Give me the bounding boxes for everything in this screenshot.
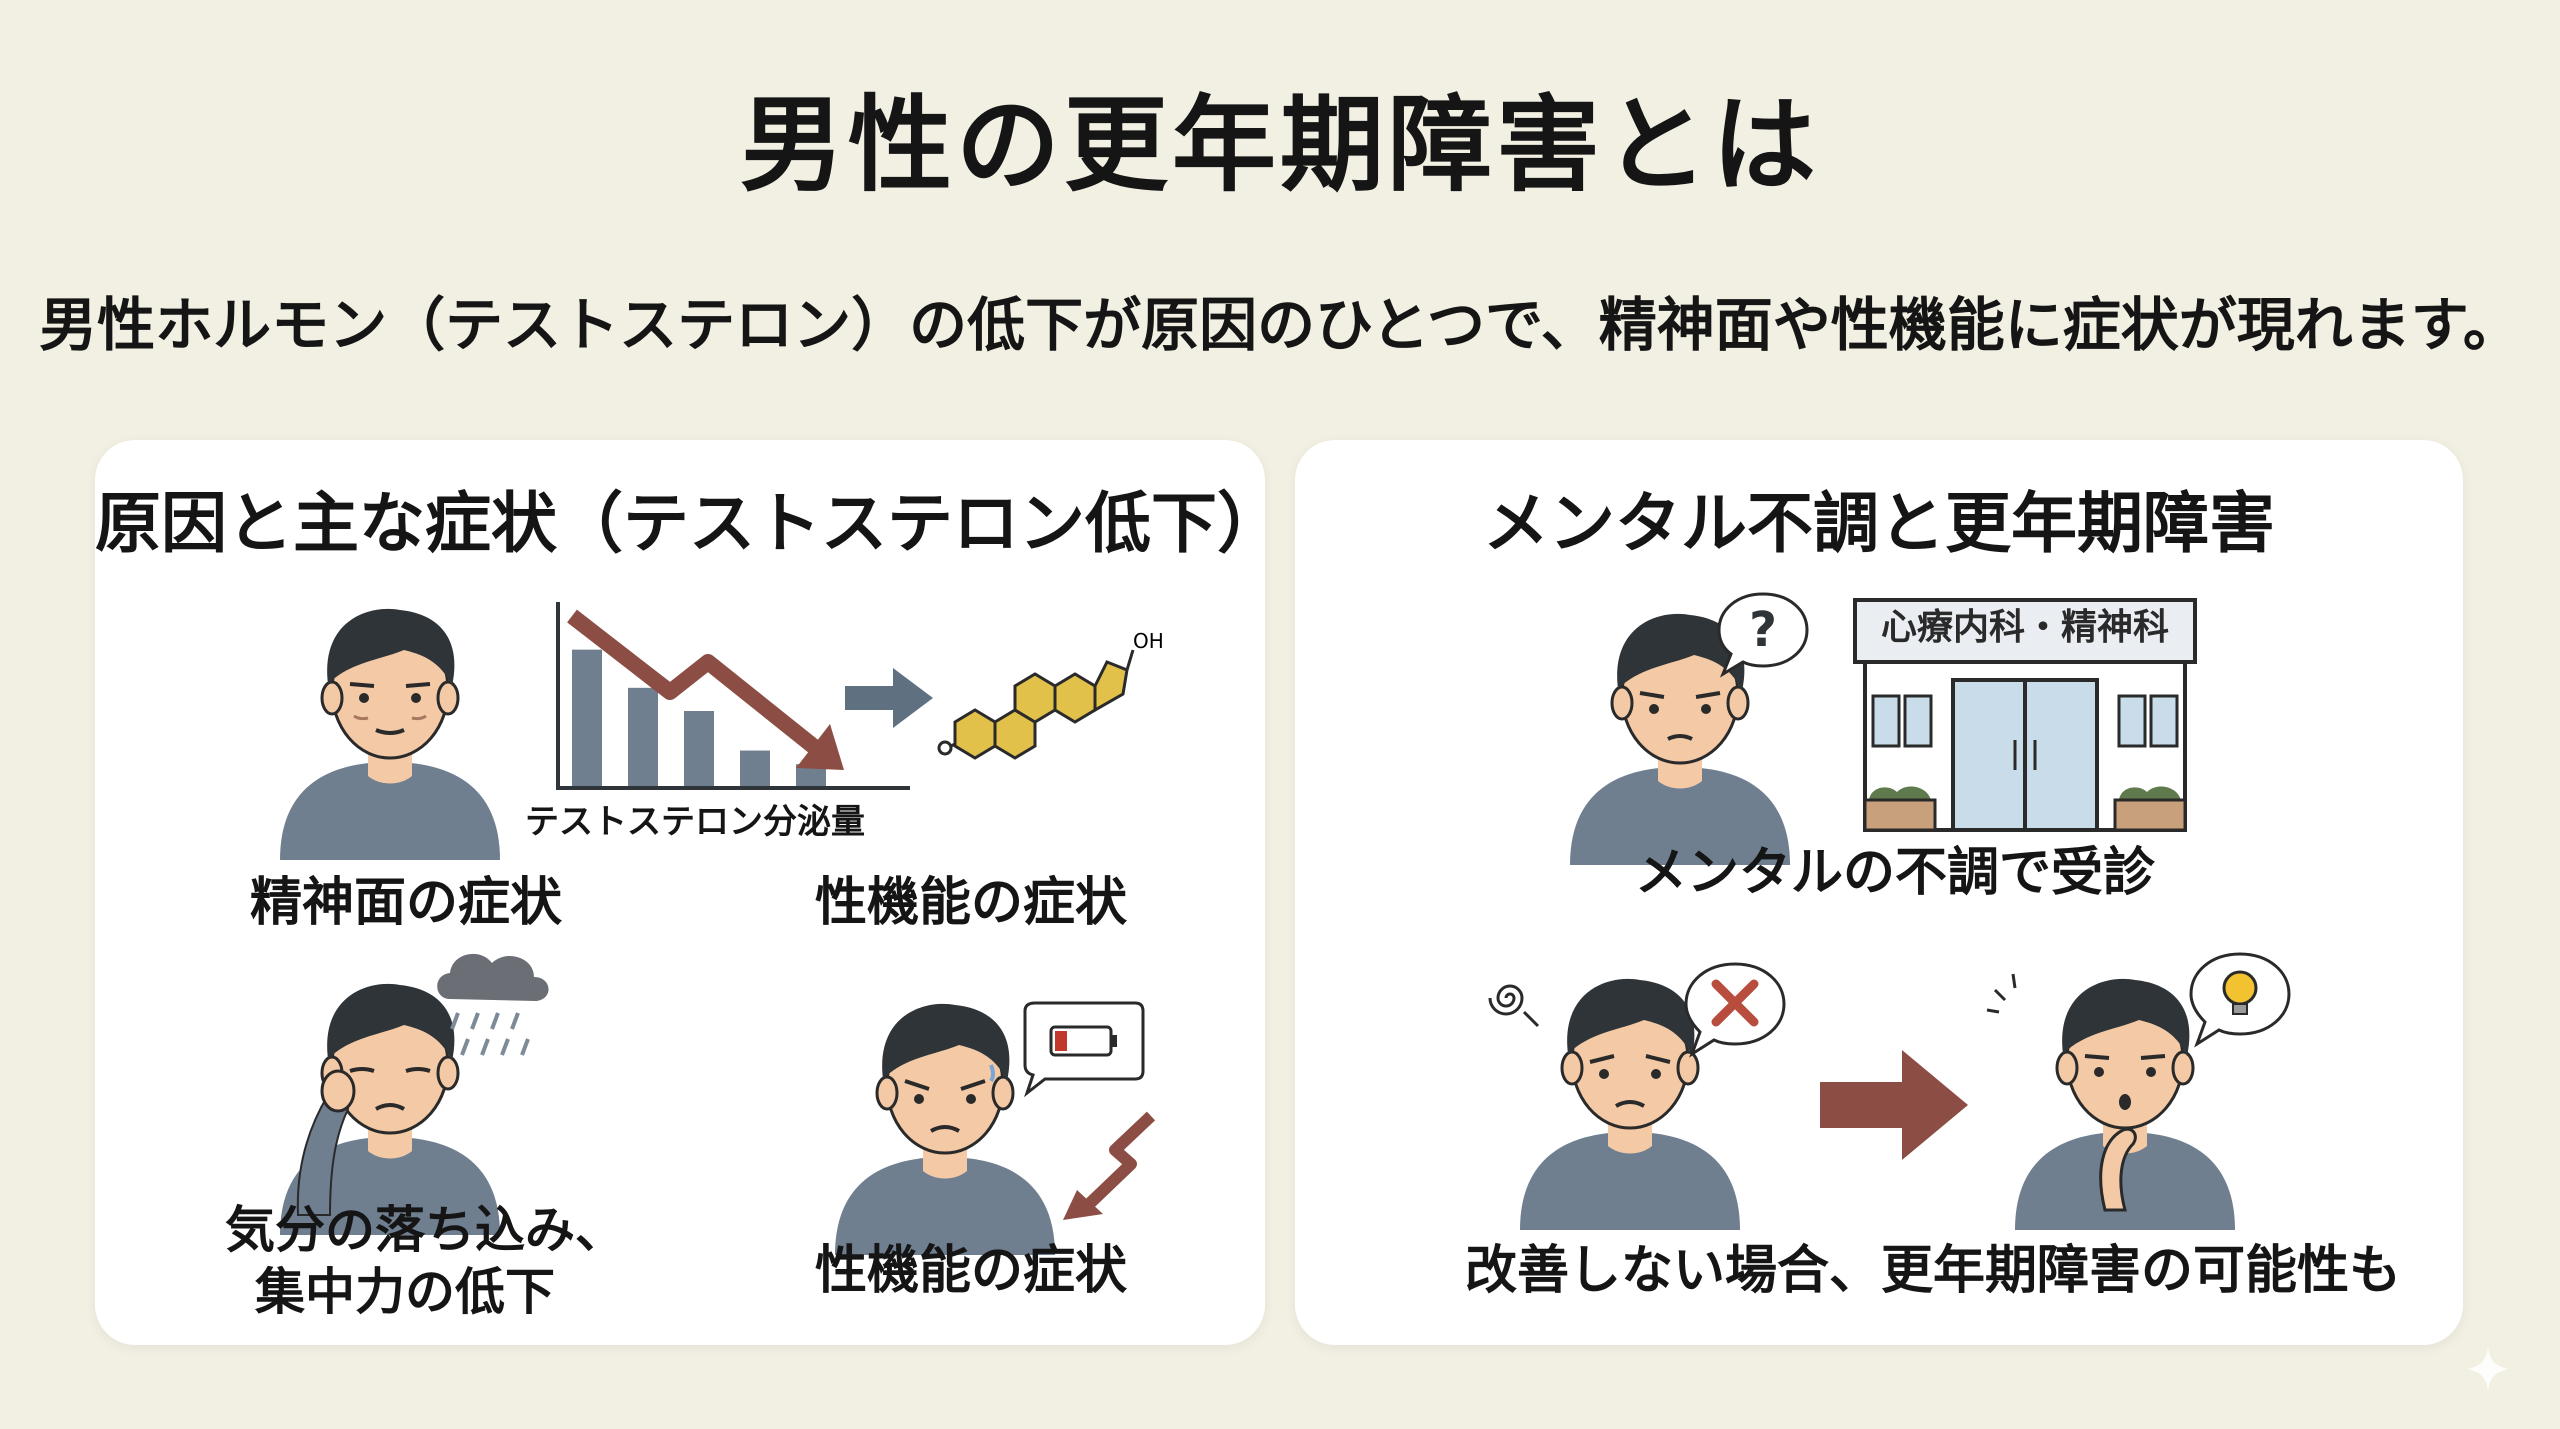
troubled-man-icon xyxy=(1518,977,1742,1232)
idea-spark-lines xyxy=(1986,973,2017,1014)
lightbulb-bubble-icon xyxy=(2189,952,2291,1048)
clinic-sign-text: 心療内科・精神科 xyxy=(1880,607,2169,648)
molecule-oh-label: OH xyxy=(1133,629,1164,653)
page-subtitle: 男性ホルモン（テストステロン）の低下が原因のひとつで、精神面や性機能に症状が現れ… xyxy=(39,291,2521,359)
right-arrow-icon xyxy=(845,668,933,728)
clinic-building-icon xyxy=(1853,598,2197,832)
chart-xlabel: テストステロン分泌量 xyxy=(525,802,865,842)
chart-bar xyxy=(628,687,658,786)
mental-menopause-panel: メンタル不調と更年期障害 ? 心療内科・精神科 メンタルの不調で受診 xyxy=(1295,440,2463,1345)
sexual-symptoms-caption: 性機能の症状 xyxy=(815,1241,1128,1301)
testosterone-molecule-icon: OH xyxy=(937,629,1164,760)
middle-aged-man-icon xyxy=(278,607,502,862)
decline-arrow-head xyxy=(796,724,844,770)
chart-bar xyxy=(684,711,714,786)
cause-symptoms-panel: 原因と主な症状（テストステロン低下） テストステロン分泌量 OH 精神面 xyxy=(95,440,1283,1345)
transition-arrow-icon xyxy=(1820,1050,1968,1160)
cause-panel-title: 原因と主な症状（テストステロン低下） xyxy=(95,485,1283,562)
sparkle-icon xyxy=(2466,1347,2510,1391)
chart-bar xyxy=(572,649,602,786)
decline-zigzag-arrow-icon xyxy=(1063,1111,1156,1220)
question-bubble-icon: ? xyxy=(1717,592,1809,678)
mental-panel-title: メンタル不調と更年期障害 xyxy=(1483,485,2275,562)
decline-arrow-line xyxy=(567,609,823,757)
confused-man-icon xyxy=(1568,612,1792,867)
stress-scribble-icon xyxy=(1488,984,1540,1028)
cross-bubble-icon xyxy=(1684,962,1786,1058)
bottom-caption: 改善しない場合、更年期障害の可能性も xyxy=(1465,1241,2402,1301)
visit-caption: メンタルの不調で受診 xyxy=(1635,843,2156,903)
mental-caption-line1: 気分の落ち込み、 xyxy=(225,1201,625,1259)
mental-symptoms-heading: 精神面の症状 xyxy=(250,873,563,933)
mental-caption-line2: 集中力の低下 xyxy=(255,1263,555,1321)
low-battery-bubble-icon xyxy=(1023,1001,1145,1098)
sexual-symptoms-heading: 性機能の症状 xyxy=(815,873,1128,933)
thinking-man-icon xyxy=(2013,977,2237,1232)
testosterone-chart xyxy=(556,602,910,790)
chart-bar xyxy=(796,764,826,786)
page-title: 男性の更年期障害とは xyxy=(739,84,1820,206)
question-mark: ? xyxy=(1749,602,1777,658)
rain-cloud-icon xyxy=(437,953,549,1056)
depressed-man-icon xyxy=(278,982,502,1237)
chart-bar xyxy=(740,750,770,786)
worried-man-icon xyxy=(833,1002,1057,1257)
